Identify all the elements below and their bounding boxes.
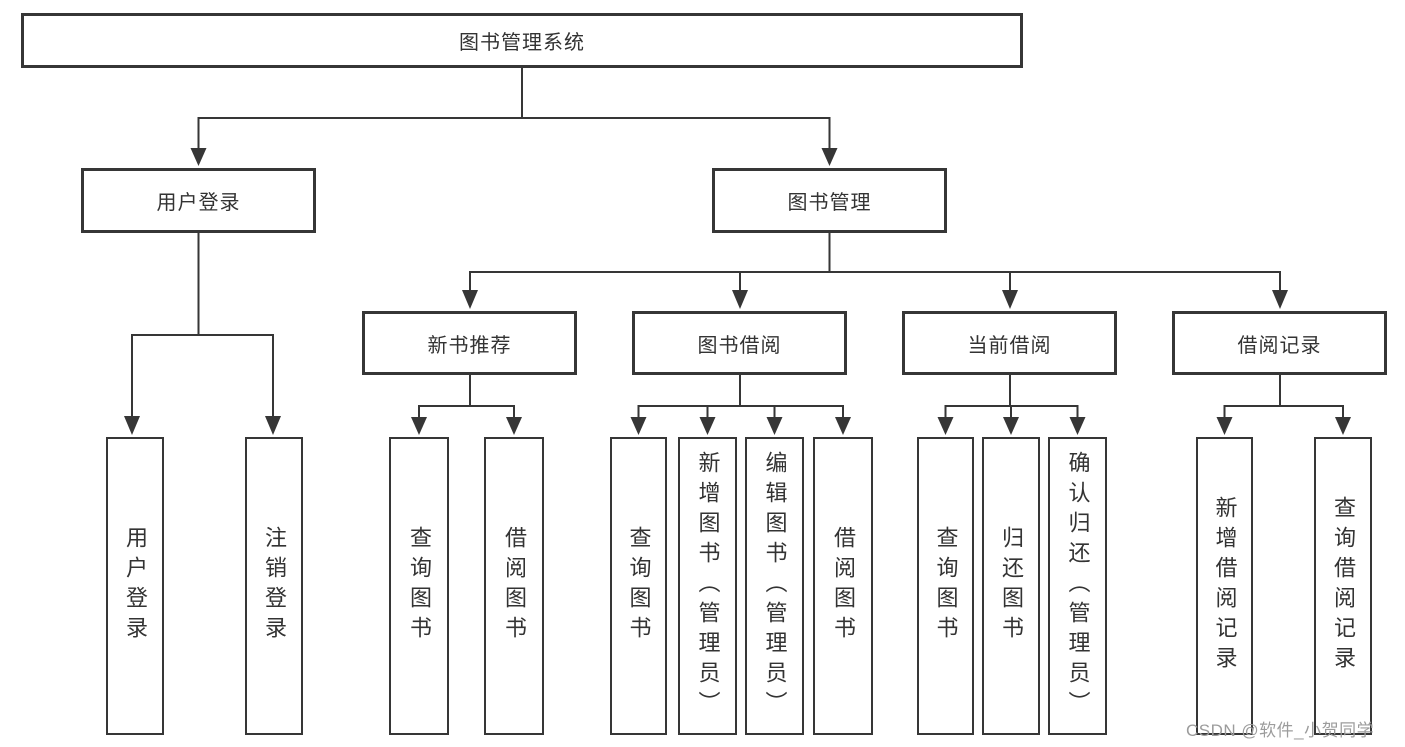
leaf-add-books-admin: 新增图书（管理员）	[678, 437, 737, 735]
node-label: 当前借阅	[967, 334, 1052, 357]
leaf-borrow-books: 借阅图书	[813, 437, 873, 735]
leaf-user-login: 用户登录	[106, 437, 164, 735]
node-label: 图书管理系统	[459, 32, 585, 54]
node-label: 借阅图书	[502, 526, 527, 646]
node-label: 查询借阅记录	[1331, 496, 1356, 676]
leaf-confirm-return-admin: 确认归还（管理员）	[1048, 437, 1107, 735]
node-label: 借阅图书	[831, 526, 856, 646]
node-book-management: 图书管理	[712, 168, 947, 233]
leaf-query-books-recommend: 查询图书	[389, 437, 449, 735]
leaf-borrow-books-recommend: 借阅图书	[484, 437, 544, 735]
leaf-logout-login: 注销登录	[245, 437, 303, 735]
node-label: 注销登录	[262, 526, 287, 646]
node-label: 查询图书	[933, 526, 959, 646]
node-current-borrowing: 当前借阅	[902, 311, 1117, 375]
node-label: 查询图书	[407, 526, 432, 646]
node-label: 查询图书	[626, 526, 652, 646]
leaf-query-borrow-record: 查询借阅记录	[1314, 437, 1372, 735]
node-label: 图书借阅	[697, 334, 782, 357]
node-label: 新增图书（管理员）	[695, 451, 721, 721]
leaf-edit-books-admin: 编辑图书（管理员）	[745, 437, 804, 735]
node-borrowing-records: 借阅记录	[1172, 311, 1387, 375]
node-label: 归还图书	[999, 526, 1024, 646]
node-label: 用户登录	[123, 526, 148, 646]
csdn-watermark: CSDN @软件_小贺同学	[1186, 721, 1375, 740]
node-new-book-recommend: 新书推荐	[362, 311, 577, 375]
leaf-query-books-current: 查询图书	[917, 437, 974, 735]
node-label: 确认归还（管理员）	[1065, 451, 1091, 721]
node-library-management-system: 图书管理系统	[21, 13, 1023, 68]
leaf-add-borrow-record: 新增借阅记录	[1196, 437, 1253, 735]
node-book-borrowing: 图书借阅	[632, 311, 847, 375]
leaf-query-books-borrowing: 查询图书	[610, 437, 667, 735]
node-label: 借阅记录	[1237, 334, 1322, 357]
node-label: 用户登录	[156, 192, 241, 214]
node-user-login: 用户登录	[81, 168, 316, 233]
node-label: 编辑图书（管理员）	[762, 451, 788, 721]
leaf-return-books: 归还图书	[982, 437, 1040, 735]
node-label: 图书管理	[787, 192, 872, 214]
node-label: 新增借阅记录	[1212, 496, 1238, 676]
node-label: 新书推荐	[427, 334, 512, 357]
